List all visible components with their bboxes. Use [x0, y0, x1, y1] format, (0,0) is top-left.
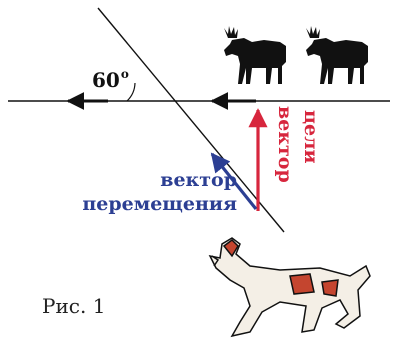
angle-value: 60 — [92, 68, 120, 92]
angle-label: 60o — [92, 67, 129, 92]
movement-label-line1: вектор — [160, 169, 237, 191]
angle-arc — [126, 82, 136, 102]
target-label-line1: вектор — [274, 106, 296, 183]
slanted-line — [97, 7, 285, 233]
target-vector-label: вектор цели — [270, 106, 330, 216]
target-label-line2: цели — [300, 110, 322, 164]
movement-vector-label: вектор перемещения — [82, 168, 237, 216]
figure-caption: Рис. 1 — [42, 294, 106, 318]
angle-degree-symbol: o — [120, 67, 129, 81]
dog-icon — [208, 237, 371, 338]
movement-label-line2: перемещения — [82, 193, 237, 215]
moose-icon — [306, 26, 368, 84]
movement-vector — [210, 152, 258, 210]
moose-icon — [224, 26, 286, 84]
